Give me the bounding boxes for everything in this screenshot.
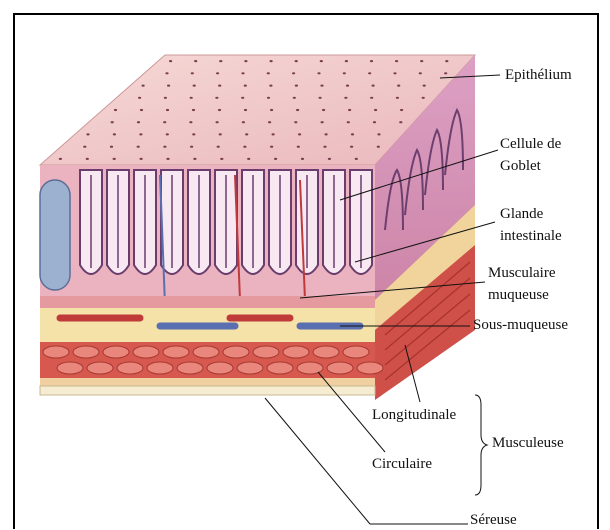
label-submucosa: Sous-muqueuse xyxy=(473,316,568,335)
label-epithelium: Epithélium xyxy=(505,66,572,85)
label-intestinal-gland-line2: intestinale xyxy=(500,227,562,246)
label-muscularis-externa: Musculeuse xyxy=(492,434,564,453)
label-intestinal-gland-line1: Glande xyxy=(500,205,543,224)
label-serosa: Séreuse xyxy=(470,511,517,530)
serosa xyxy=(40,386,375,395)
label-muscularis-mucosae-line2: muqueuse xyxy=(488,286,549,305)
label-longitudinal: Longitudinale xyxy=(372,406,456,425)
label-goblet-cell-line1: Cellule de xyxy=(500,135,561,154)
label-circular: Circulaire xyxy=(372,455,432,474)
label-muscularis-mucosae-line1: Musculaire xyxy=(488,264,555,283)
intestinal-villi xyxy=(80,170,372,274)
muscularis-mucosae xyxy=(40,296,375,308)
longitudinal-muscle xyxy=(40,378,375,386)
blue-gland-bulge xyxy=(40,180,70,290)
label-goblet-cell-line2: Goblet xyxy=(500,157,541,176)
